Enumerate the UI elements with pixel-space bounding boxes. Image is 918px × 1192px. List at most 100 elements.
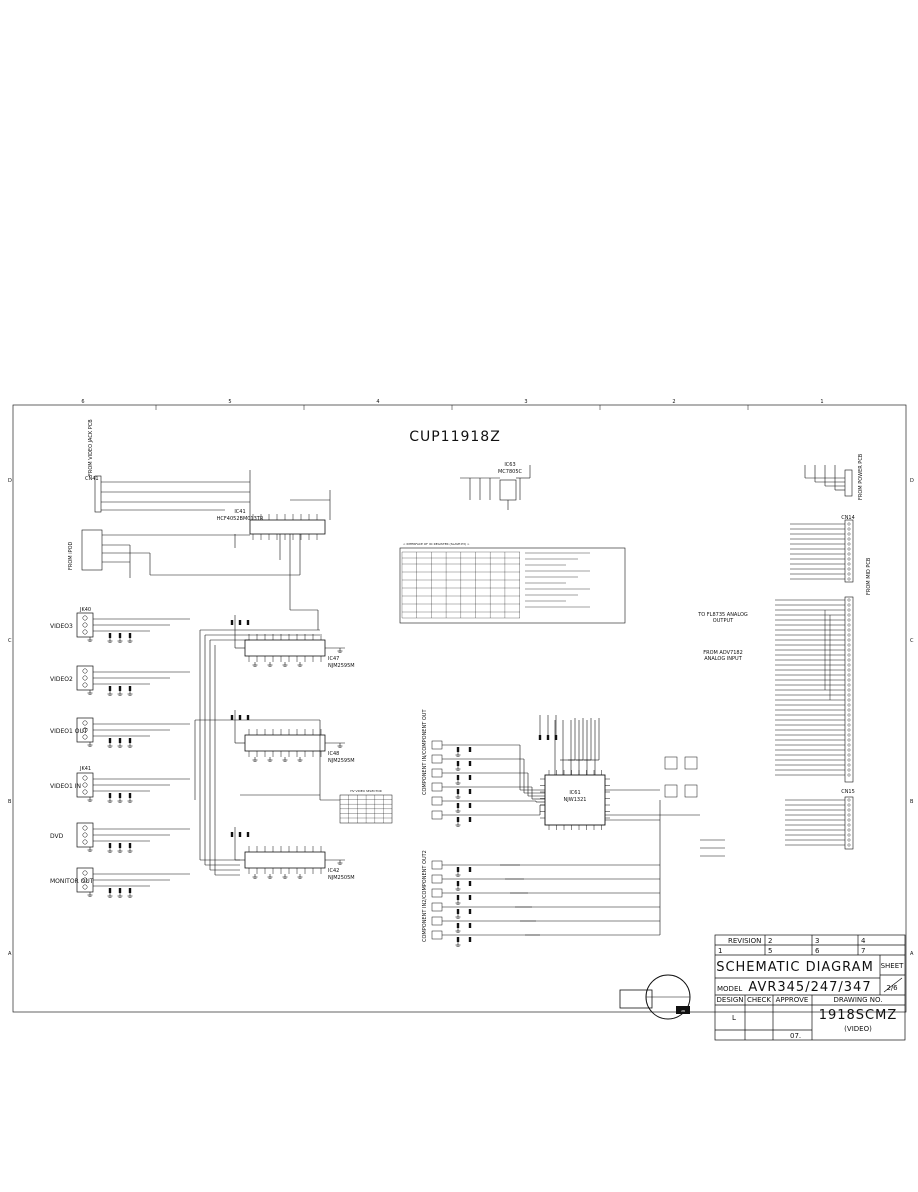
pin [847, 808, 851, 812]
jack-pin [82, 720, 88, 726]
pin [847, 803, 851, 807]
pin [847, 688, 851, 692]
ground-symbol [455, 872, 461, 877]
ground-symbol [252, 757, 258, 762]
column-marker: 6 [81, 399, 84, 405]
jack-0: VIDEO3 [50, 612, 190, 643]
resistor [108, 686, 112, 691]
jack-label: VIDEO1 OUT [50, 728, 88, 735]
cn41-connector-block [81, 475, 300, 578]
resistor [468, 937, 472, 942]
rca-jack [431, 768, 443, 778]
pin [847, 728, 851, 732]
resistor [238, 715, 242, 720]
resistor [108, 793, 112, 798]
design-value: L [732, 1014, 736, 1022]
pin [847, 693, 851, 697]
pin [847, 623, 851, 627]
ground-symbol [127, 893, 133, 898]
resistor [108, 633, 112, 638]
ground-symbol [455, 780, 461, 785]
resistor [128, 793, 132, 798]
rca-jack [431, 888, 443, 898]
jack-pin [82, 622, 88, 628]
cn14-ref: CN14 [841, 515, 855, 521]
video-selector-title: HV VIDEO SELECTOR [350, 789, 381, 793]
regulator-part: MC7805C [498, 469, 523, 475]
jack-body [76, 612, 94, 638]
to-analog-output-label: TO FL8735 ANALOG OUTPUT [698, 612, 748, 624]
ground-symbol [267, 662, 273, 667]
pin [847, 547, 851, 551]
ic41-chip [249, 514, 326, 540]
ground-symbol [127, 798, 133, 803]
jack-pin [82, 884, 88, 890]
jack-pin [82, 877, 88, 883]
jack-label: VIDEO3 [50, 623, 73, 630]
row-marker: C [8, 638, 12, 644]
cn41-from-label: FROM VIDEO JACK PCB [88, 419, 94, 476]
ground-symbol [282, 757, 288, 762]
ground-symbol [87, 892, 93, 897]
drawing-no-label: DRAWING NO. [834, 996, 883, 1004]
resistor [468, 789, 472, 794]
jack-ref: JK41 [79, 766, 91, 772]
ground-symbol [282, 874, 288, 879]
ground-symbol [455, 886, 461, 891]
resistor [468, 747, 472, 752]
rca-jack [431, 740, 443, 750]
column-marker: 4 [376, 399, 379, 405]
ground-symbol [87, 690, 93, 695]
resistor [468, 761, 472, 766]
jack-label: VIDEO1 IN [50, 783, 81, 790]
pin [847, 648, 851, 652]
resistor [554, 735, 558, 740]
sheet-value: 2/6 [886, 984, 898, 992]
model-label: MODEL [717, 985, 742, 993]
ground-symbol [337, 743, 343, 748]
sheet-label: SHEET [881, 962, 905, 970]
pin [847, 668, 851, 672]
pin [847, 522, 851, 526]
revision-cell: 7 [861, 947, 865, 955]
pin [847, 758, 851, 762]
resistor [456, 803, 460, 808]
resistor [118, 633, 122, 638]
jack-pin [82, 775, 88, 781]
ground-symbol [107, 743, 113, 748]
ground-symbol [127, 638, 133, 643]
from-power-label: FROM POWER PCB [858, 453, 864, 500]
ground-symbol [87, 847, 93, 852]
cn14-connector [844, 519, 854, 583]
component-in2-label: COMPONENT IN2/COMPONENT OUT2 [422, 850, 428, 942]
pin [847, 613, 851, 617]
mid-connector [844, 596, 854, 783]
row-marker: A [910, 951, 914, 957]
rca-jack [431, 796, 443, 806]
resistor [230, 715, 234, 720]
rca-jack [431, 754, 443, 764]
heading: SCHEMATIC DIAGRAM [716, 960, 874, 975]
resistor [456, 867, 460, 872]
pin [847, 698, 851, 702]
jack-label: VIDEO2 [50, 676, 73, 683]
cn15-connector [844, 796, 854, 850]
revision-cell: 3 [815, 937, 819, 945]
title-block-frame [714, 934, 906, 1041]
ground-symbol [455, 766, 461, 771]
pin [847, 738, 851, 742]
model-value: AVR345/247/347 [748, 980, 871, 995]
resistor [128, 686, 132, 691]
resistor [468, 881, 472, 886]
ground-symbol [455, 808, 461, 813]
output-transistor [684, 756, 698, 770]
approve-label: APPROVE [776, 996, 809, 1004]
resistor [128, 738, 132, 743]
ground-symbol [127, 691, 133, 696]
resistor [230, 832, 234, 837]
sheet-border [12, 404, 907, 1013]
date-value: 07. [790, 1032, 801, 1040]
ground-symbol [267, 757, 273, 762]
